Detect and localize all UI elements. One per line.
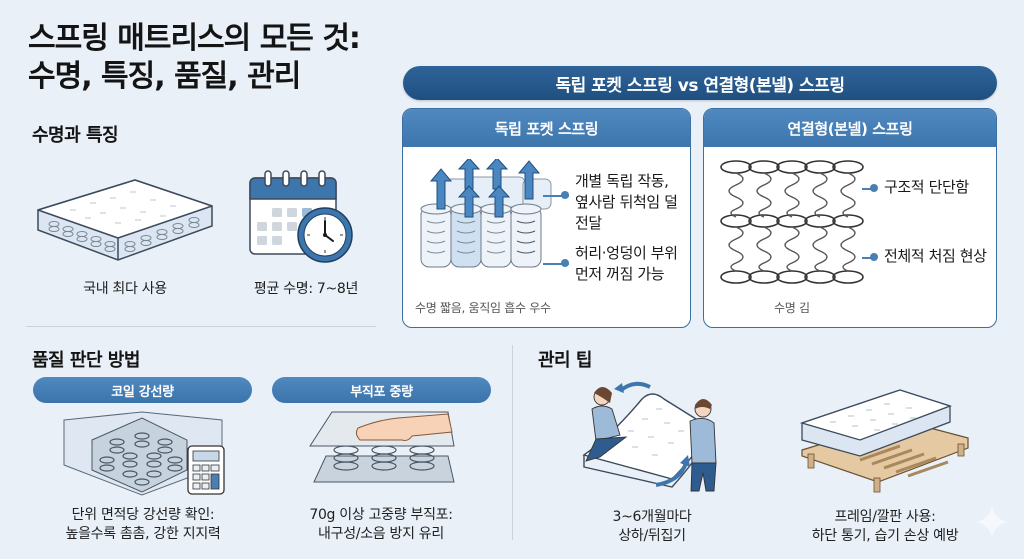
pocket-note-2: 허리·엉덩이 부위 먼저 꺼짐 가능: [575, 244, 678, 283]
quality-section-title: 품질 판단 방법: [32, 350, 140, 371]
section-divider-vertical: [512, 345, 513, 540]
bonnell-spring-icon: [718, 157, 868, 287]
pocket-note-2-marker: [561, 259, 569, 267]
lifespan-caption-2: 평균 수명: 7~8년: [253, 281, 359, 297]
hand-on-fabric-icon: [308, 410, 456, 498]
bonnell-note-1: 구조적 단단함: [884, 178, 969, 196]
bonnell-note-1-marker: [870, 184, 878, 192]
bonnell-footer: 수명 김: [774, 301, 810, 315]
section-divider-horizontal: [26, 326, 376, 327]
pocket-footer: 수명 짧음, 움직임 흡수 우수: [415, 301, 551, 315]
bonnell-note-2: 전체적 처짐 현상: [884, 247, 987, 265]
quality-caption-fabric: 70g 이상 고중량 부직포: 내구성/소음 방지 유리: [309, 507, 453, 542]
calendar-clock-icon: [248, 168, 358, 268]
pocket-note-1: 개별 독립 작동, 옆사람 뒤척임 덜 전달: [575, 172, 678, 232]
lifespan-caption-1: 국내 최다 사용: [83, 281, 167, 297]
page-title: 스프링 매트리스의 모든 것: 수명, 특징, 품질, 관리: [28, 20, 361, 96]
pocket-spring-panel-title: 독립 포켓 스프링: [403, 109, 690, 147]
pocket-spring-panel: 독립 포켓 스프링: [402, 108, 691, 328]
pocket-note-1-marker: [561, 191, 569, 199]
title-line-2: 수명, 특징, 품질, 관리: [28, 59, 301, 94]
mattress-icon: [30, 168, 220, 268]
care-caption-frame: 프레임/깔판 사용: 하단 통기, 습기 손상 예방: [811, 509, 959, 544]
comparison-banner: 독립 포켓 스프링 vs 연결형(본넬) 스프링: [403, 66, 997, 100]
sparkle-watermark-icon: [975, 505, 1009, 539]
bonnell-spring-panel-title: 연결형(본넬) 스프링: [704, 109, 996, 147]
quality-pill-coil: 코일 강선량: [33, 377, 252, 403]
bonnell-spring-panel: 연결형(본넬) 스프링 구조적 단단함 전체적 처짐 현상 수명 김: [703, 108, 997, 328]
pocket-spring-icon: [417, 157, 557, 274]
care-section-title: 관리 팁: [538, 350, 592, 371]
care-caption-flip: 3~6개월마다 상하/뒤집기: [612, 509, 692, 544]
mattress-on-frame-icon: [799, 378, 970, 493]
people-flipping-mattress-icon: [572, 375, 732, 493]
title-line-1: 스프링 매트리스의 모든 것:: [28, 21, 361, 56]
quality-pill-fabric: 부직포 중량: [272, 377, 491, 403]
bonnell-note-2-marker: [870, 253, 878, 261]
coil-cutaway-calculator-icon: [62, 410, 232, 498]
lifespan-section-title: 수명과 특징: [32, 125, 119, 146]
quality-caption-coil: 단위 면적당 강선량 확인: 높을수록 촘촘, 강한 지지력: [65, 507, 221, 542]
